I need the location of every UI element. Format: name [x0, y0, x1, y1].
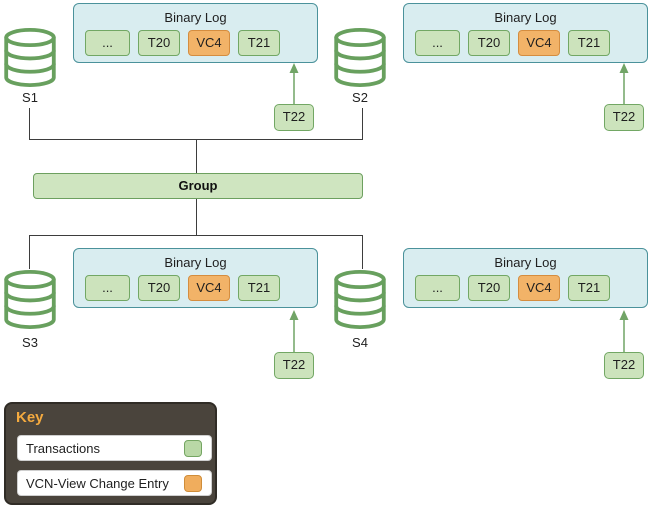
view-change-swatch-icon — [184, 475, 202, 492]
binary-log-title: Binary Log — [494, 255, 557, 270]
database-icon-s4 — [334, 270, 386, 329]
pending-transaction-t22-s2: T22 — [604, 104, 644, 131]
binlog-entry-t20: T20 — [138, 275, 180, 301]
binary-log-panel-s3: Binary Log ... T20 VC4 T21 — [73, 248, 318, 308]
connector-line — [196, 199, 197, 235]
binary-log-panel-s4: Binary Log ... T20 VC4 T21 — [403, 248, 648, 308]
binlog-entry-vc4: VC4 — [518, 275, 560, 301]
binary-log-entries: ... T20 VC4 T21 — [85, 30, 280, 56]
binlog-entry-t21: T21 — [238, 275, 280, 301]
binary-log-entries: ... T20 VC4 T21 — [85, 275, 280, 301]
arrow-up-icon — [619, 63, 629, 104]
binlog-entry-vc4: VC4 — [188, 30, 230, 56]
arrow-up-icon — [619, 310, 629, 352]
binlog-entry-t20: T20 — [138, 30, 180, 56]
key-item-label: VCN-View Change Entry — [26, 475, 169, 491]
binlog-entry-t21: T21 — [568, 275, 610, 301]
binlog-entry-vc4: VC4 — [188, 275, 230, 301]
binary-log-panel-s2: Binary Log ... T20 VC4 T21 — [403, 3, 648, 63]
key-item-transactions: Transactions — [17, 435, 212, 461]
key-title: Key — [16, 409, 44, 426]
binary-log-panel-s1: Binary Log ... T20 VC4 T21 — [73, 3, 318, 63]
server-label-s2: S2 — [352, 90, 368, 105]
binlog-entry-ellipsis: ... — [415, 30, 460, 56]
connector-line — [29, 108, 30, 139]
connector-line — [196, 139, 197, 173]
key-item-label: Transactions — [26, 440, 100, 456]
binary-log-title: Binary Log — [494, 10, 557, 25]
pending-transaction-t22-s1: T22 — [274, 104, 314, 131]
key-item-view-change: VCN-View Change Entry — [17, 470, 212, 496]
transaction-swatch-icon — [184, 440, 202, 457]
pending-transaction-t22-s3: T22 — [274, 352, 314, 379]
binlog-entry-ellipsis: ... — [85, 30, 130, 56]
connector-line — [362, 108, 363, 139]
database-icon-s1 — [4, 28, 56, 87]
pending-transaction-t22-s4: T22 — [604, 352, 644, 379]
binlog-entry-ellipsis: ... — [415, 275, 460, 301]
binlog-entry-ellipsis: ... — [85, 275, 130, 301]
key-panel: Key Transactions VCN-View Change Entry — [4, 402, 217, 505]
binlog-entry-vc4: VC4 — [518, 30, 560, 56]
binary-log-entries: ... T20 VC4 T21 — [415, 275, 610, 301]
database-icon-s3 — [4, 270, 56, 329]
binlog-entry-t21: T21 — [568, 30, 610, 56]
server-label-s3: S3 — [22, 335, 38, 350]
connector-line — [29, 235, 30, 269]
binlog-entry-t20: T20 — [468, 30, 510, 56]
arrow-up-icon — [289, 310, 299, 352]
server-label-s1: S1 — [22, 90, 38, 105]
binary-log-entries: ... T20 VC4 T21 — [415, 30, 610, 56]
binary-log-title: Binary Log — [164, 10, 227, 25]
binary-log-title: Binary Log — [164, 255, 227, 270]
binlog-entry-t20: T20 — [468, 275, 510, 301]
database-icon-s2 — [334, 28, 386, 87]
connector-line — [29, 235, 363, 236]
server-label-s4: S4 — [352, 335, 368, 350]
connector-line — [362, 235, 363, 269]
group-node: Group — [33, 173, 363, 199]
binlog-entry-t21: T21 — [238, 30, 280, 56]
arrow-up-icon — [289, 63, 299, 104]
